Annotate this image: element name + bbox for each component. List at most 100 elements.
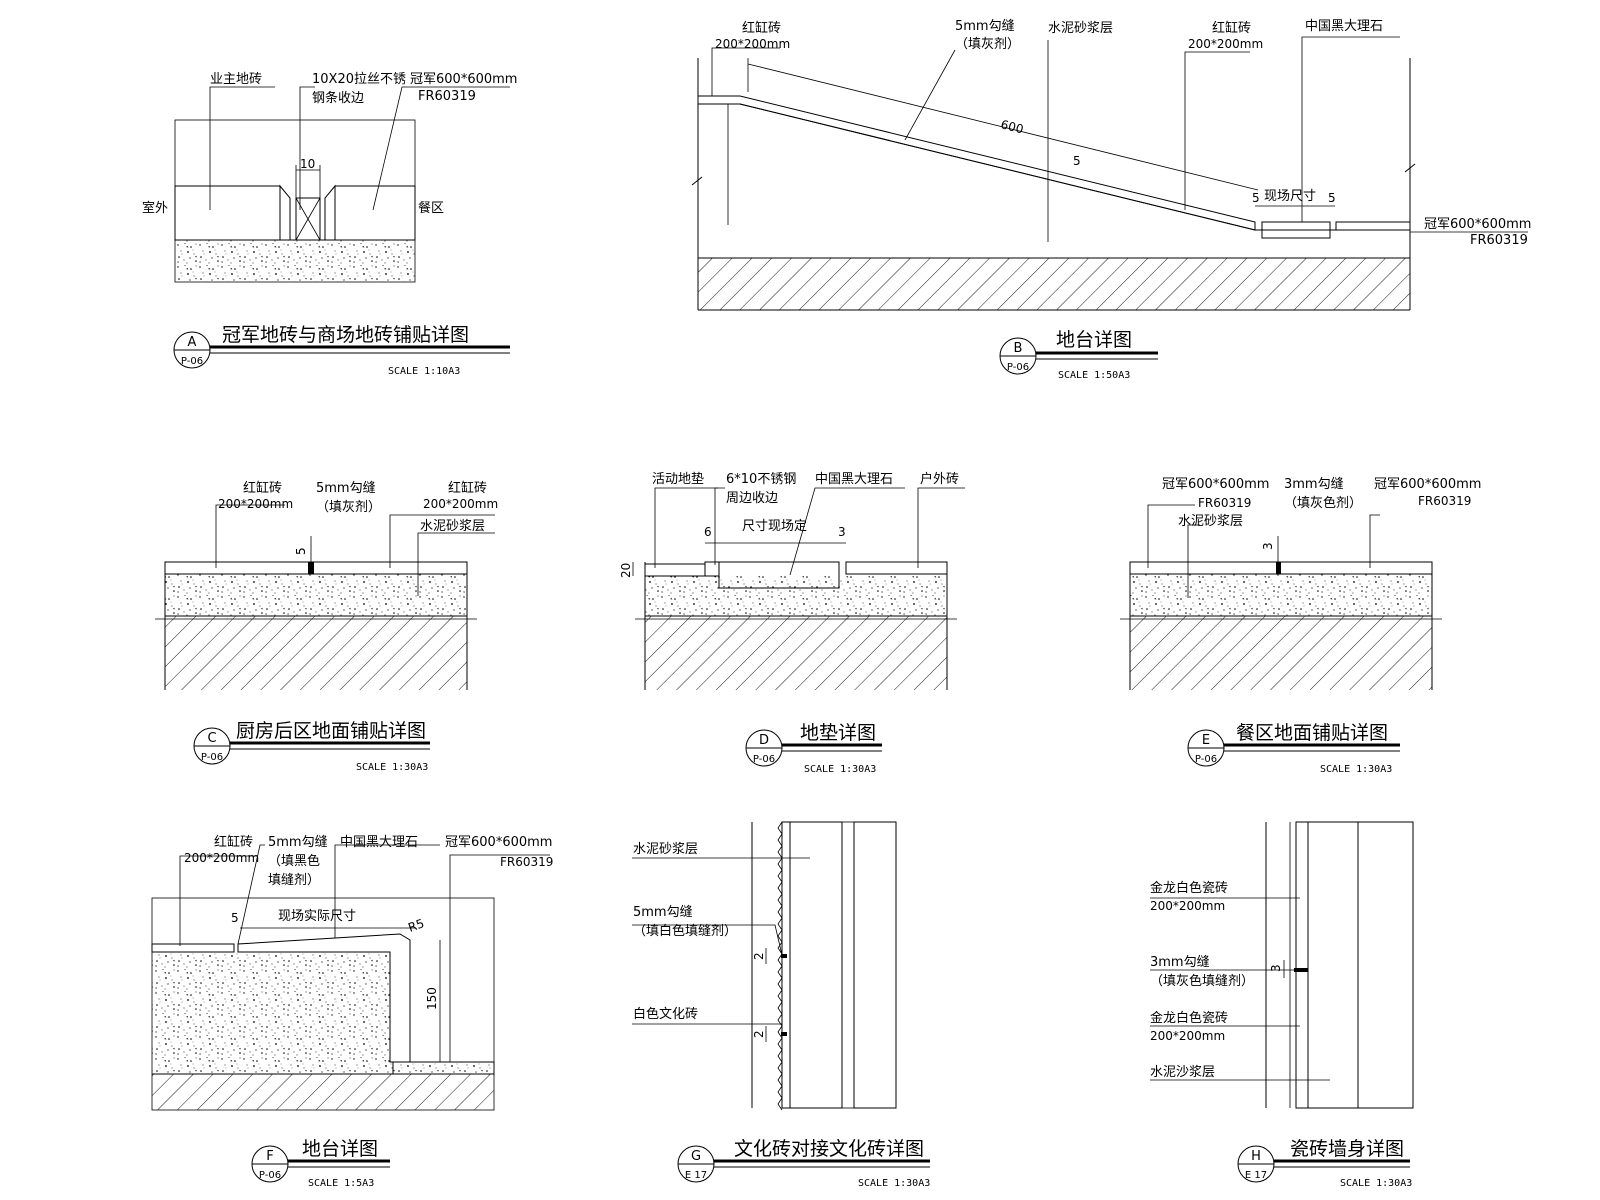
detail-d-mat-label: 活动地垫 [652, 471, 704, 487]
detail-b-dim-600: 600 [999, 117, 1025, 136]
detail-b-title: 地台详图 [1056, 329, 1132, 351]
detail-c-red-tile-2b: 200*200mm [423, 497, 498, 511]
detail-g-dim-2a: 2 [752, 952, 766, 960]
detail-b-tile-code: FR60319 [1470, 233, 1528, 248]
detail-h-title: 瓷砖墙身详图 [1290, 1138, 1404, 1160]
detail-f-sheet: P-06 [259, 1170, 281, 1181]
detail-e-tile-1: 冠军600*600mm [1162, 477, 1269, 492]
detail-c-joint-2: （填灰剂） [316, 500, 381, 515]
detail-h-joint-2: （填灰色填缝剂） [1150, 973, 1254, 989]
detail-b-dim-5a: 5 [1252, 191, 1260, 205]
detail-c-joint-1: 5mm勾缝 [316, 481, 376, 496]
detail-d-mortar [645, 576, 947, 616]
detail-a-owner-tile [174, 185, 281, 241]
detail-b-dim-5: 5 [1073, 154, 1081, 168]
detail-h-wall [1357, 821, 1414, 1109]
detail-d-sheet: P-06 [753, 754, 775, 765]
detail-f-dim-150: 150 [425, 987, 439, 1010]
detail-b-red-tile-2b: 200*200mm [1188, 37, 1263, 51]
detail-b-red-tile-1a: 红缸砖 [742, 20, 781, 36]
detail-a-id: A [188, 335, 197, 350]
detail-c-title: 厨房后区地面铺贴详图 [236, 720, 426, 742]
detail-b-red-tile-2a: 红缸砖 [1212, 20, 1251, 36]
detail-h-tile-2a: 金龙白色瓷砖 [1150, 1010, 1228, 1026]
detail-d-marble-label: 中国黑大理石 [815, 472, 893, 487]
detail-h-tile [1295, 821, 1309, 1109]
detail-e-joint-2: （填灰色剂） [1284, 495, 1362, 511]
detail-c-scale: SCALE 1:30A3 [356, 762, 428, 773]
detail-f-title: 地台详图 [302, 1138, 378, 1160]
detail-b-red-tile-1b: 200*200mm [715, 37, 790, 51]
detail-d: 20 6 尺寸现场定 3 活动地垫 6*10不锈钢 周边收边 中国黑大理石 户外… [619, 471, 965, 775]
detail-h-id: H [1251, 1149, 1261, 1164]
detail-b-champion-tile [1335, 221, 1411, 231]
detail-b-ramp-tile [697, 95, 1256, 231]
detail-g-sheet: E 17 [685, 1170, 707, 1181]
detail-a-title: 冠军地砖与商场地砖铺贴详图 [222, 324, 469, 346]
detail-b-sheet: P-06 [1007, 362, 1029, 373]
detail-d-marble [718, 561, 840, 589]
detail-g-culture-brick [781, 821, 791, 1109]
detail-a-steel-trim [279, 184, 291, 241]
detail-d-dim-3: 3 [838, 525, 846, 539]
detail-b-joint-1: 5mm勾缝 [955, 19, 1015, 34]
detail-e-dim-3: 3 [1261, 542, 1275, 550]
detail-d-id: D [759, 733, 769, 748]
detail-f: 5 现场实际尺寸 R5 150 红缸砖 200*200mm 5mm勾缝 （填黑色… [151, 834, 553, 1189]
detail-a-sheet: P-06 [181, 356, 203, 367]
detail-h-tile-1b: 200*200mm [1150, 899, 1225, 913]
detail-a-trim-label-1: 10X20拉丝不锈 [312, 72, 406, 87]
detail-f-red-tile-a: 红缸砖 [214, 834, 253, 850]
detail-a-owner-tile-label: 业主地砖 [210, 72, 262, 87]
detail-e-mortar [1130, 574, 1432, 616]
detail-h-scale: SCALE 1:30A3 [1340, 1178, 1412, 1189]
detail-c-mortar-label: 水泥砂浆层 [420, 519, 485, 534]
detail-g-id: G [691, 1149, 701, 1164]
detail-e-id: E [1202, 733, 1210, 748]
detail-e-sheet: P-06 [1195, 754, 1217, 765]
detail-d-mat [644, 563, 706, 577]
detail-h-joint-1: 3mm勾缝 [1150, 955, 1210, 970]
detail-g-title: 文化砖对接文化砖详图 [734, 1138, 924, 1160]
detail-d-outdoor-label: 户外砖 [920, 471, 959, 487]
detail-b-base-slab [698, 258, 1410, 310]
detail-e-scale: SCALE 1:30A3 [1320, 764, 1392, 775]
detail-f-marble-label: 中国黑大理石 [340, 835, 418, 850]
detail-a-trim-label-2: 钢条收边 [312, 90, 364, 106]
detail-a-steel-bar [295, 197, 321, 241]
detail-e-slab [1130, 616, 1432, 690]
detail-a: 业主地砖 10X20拉丝不锈 钢条收边 冠军600*600mm FR60319 … [142, 72, 517, 377]
detail-f-tile-code: FR60319 [500, 855, 553, 869]
detail-a-scale: SCALE 1:10A3 [388, 366, 460, 377]
detail-f-joint-1: 5mm勾缝 [268, 835, 328, 850]
detail-a-outdoor-label: 室外 [142, 200, 168, 216]
detail-e-tile-2-code: FR60319 [1418, 494, 1471, 508]
detail-f-id: F [266, 1149, 273, 1164]
detail-f-scale: SCALE 1:5A3 [308, 1178, 374, 1189]
detail-f-actual: 现场实际尺寸 [278, 909, 356, 924]
detail-h-dim-3: 3 [1269, 964, 1283, 972]
detail-f-platform-mortar [152, 952, 494, 1074]
detail-c-mortar [165, 574, 467, 616]
detail-g-scale: SCALE 1:30A3 [858, 1178, 930, 1189]
detail-b-dim-5b: 5 [1328, 191, 1336, 205]
detail-g-mortar-label: 水泥砂浆层 [633, 842, 698, 857]
detail-c-sheet: P-06 [201, 752, 223, 763]
detail-d-dim-6: 6 [704, 525, 712, 539]
detail-c-tile [164, 561, 468, 575]
detail-g-mortar [789, 821, 843, 1109]
detail-b-marble [1261, 221, 1331, 239]
detail-c-dim-5: 5 [294, 547, 308, 555]
detail-g: 2 2 水泥砂浆层 5mm勾缝 （填白色填缝剂） 白色文化砖 G E 17 文化… [632, 821, 930, 1189]
detail-g-joint-2: （填白色填缝剂） [633, 923, 737, 939]
detail-e-tile-1-code: FR60319 [1198, 496, 1251, 510]
detail-f-champion-tile [392, 1061, 495, 1075]
detail-d-slab [645, 616, 947, 690]
detail-a-dim-10: 10 [300, 157, 315, 171]
detail-h-tile-2b: 200*200mm [1150, 1029, 1225, 1043]
detail-b: 600 5 5 现场尺寸 5 红缸砖 200*200mm 5mm勾缝 （填灰剂）… [691, 19, 1531, 381]
detail-e-mortar-label: 水泥砂浆层 [1178, 514, 1243, 529]
detail-h-mortar [1307, 821, 1359, 1109]
detail-b-mortar: 水泥砂浆层 [1048, 21, 1113, 36]
detail-h-mortar-label: 水泥沙浆层 [1150, 1065, 1215, 1080]
